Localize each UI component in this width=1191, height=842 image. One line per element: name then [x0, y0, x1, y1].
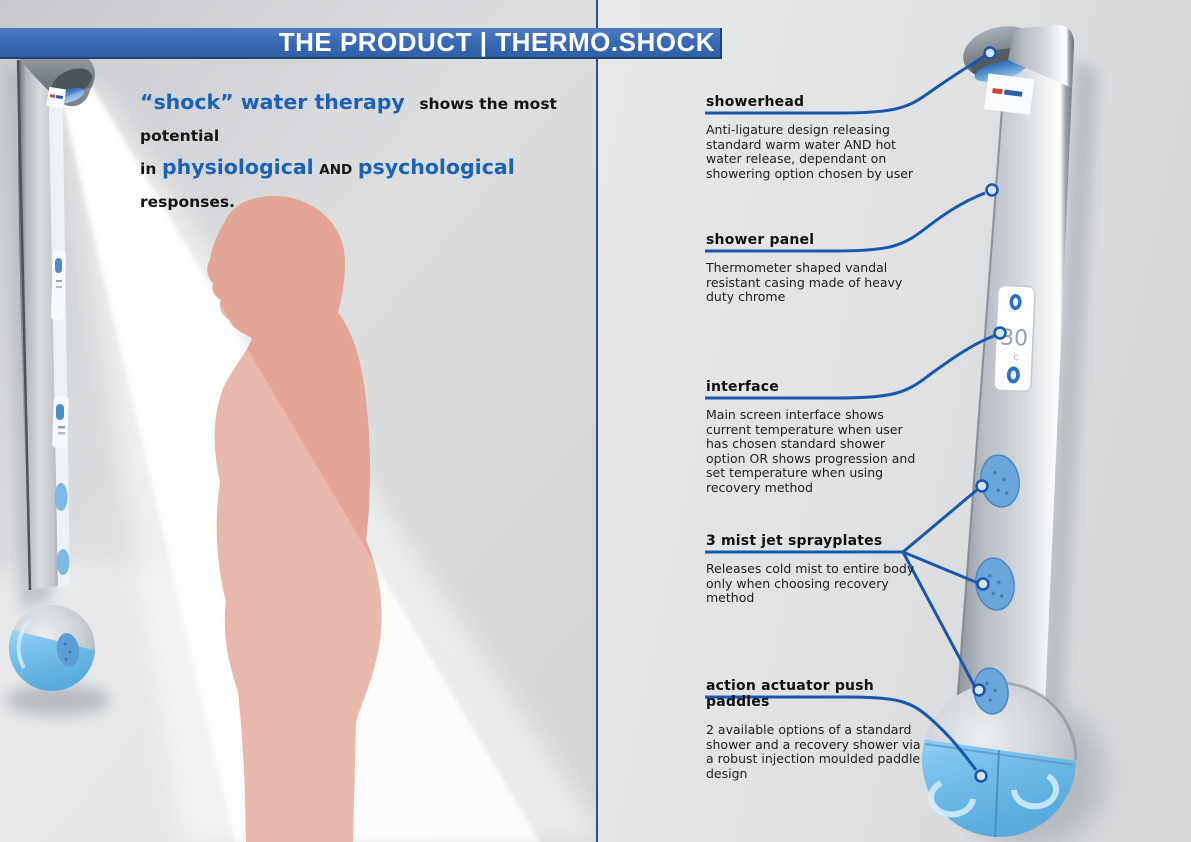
- shower-panel-render: 30 c: [922, 24, 1078, 838]
- callout-title: interface: [706, 379, 779, 395]
- brand-label: [46, 86, 67, 109]
- panel-divider: [596, 0, 599, 842]
- display-unit: c: [1013, 352, 1019, 363]
- mist-sprayplate-side: [54, 483, 68, 511]
- leader-showerhead: [705, 55, 985, 115]
- intro-line-1: “shock” water therapy shows the most pot…: [140, 87, 610, 152]
- page-title: THE PRODUCT | THERMO.SHOCK: [278, 27, 715, 57]
- leader-paddles: [705, 695, 978, 771]
- callout-endpoint-dots: [972, 46, 1007, 783]
- callout-sprayplates: 3 mist jet sprayplates Releases cold mis…: [706, 533, 926, 606]
- intro-highlight-shock: “shock” water therapy: [140, 90, 405, 114]
- human-silhouette: [207, 196, 382, 842]
- callout-body: Main screen interface shows current temp…: [706, 407, 916, 495]
- intro-highlight-physiological: physiological: [161, 155, 314, 179]
- leader-sprayplates: [705, 487, 979, 688]
- callout-body: Thermometer shaped vandal resistant casi…: [706, 260, 903, 305]
- action-paddle-bulb: [922, 667, 1078, 838]
- mist-sprayplates: [975, 454, 1020, 611]
- intro-statement: “shock” water therapy shows the most pot…: [140, 87, 610, 218]
- brand-label: [984, 73, 1035, 115]
- page-header-bar: THE PRODUCT | THERMO.SHOCK: [0, 27, 722, 59]
- callout-body: Anti-ligature design releasing standard …: [706, 122, 914, 181]
- callout-push-paddles: action actuator push paddles 2 available…: [706, 678, 926, 781]
- paddle-bulb-side: [6, 605, 110, 716]
- callout-showerhead: showerhead Anti-ligature design releasin…: [706, 94, 926, 181]
- leader-interface: [705, 334, 995, 400]
- callout-title: shower panel: [706, 232, 815, 248]
- product-render-scene: 30 c: [598, 0, 1191, 842]
- callout-body: Releases cold mist to entire body only w…: [706, 561, 915, 606]
- callout-body: 2 available options of a standard shower…: [706, 722, 921, 781]
- leader-shower-panel: [705, 191, 986, 253]
- beam-overlay: [62, 87, 540, 842]
- intro-text-2: in: [140, 160, 157, 178]
- callout-interface: interface Main screen interface shows cu…: [706, 379, 926, 496]
- intro-text-3: responses.: [140, 193, 236, 211]
- intro-line-2: in physiological AND psychological respo…: [140, 152, 610, 218]
- callout-title: action actuator push paddles: [706, 678, 874, 710]
- callout-shower-panel: shower panel Thermometer shaped vandal r…: [706, 232, 926, 305]
- callout-leader-lines: [705, 55, 995, 771]
- mist-sprayplate-side: [56, 549, 70, 575]
- interface-strip: [50, 249, 69, 449]
- intro-text-and: AND: [319, 162, 353, 178]
- intro-highlight-psychological: psychological: [357, 155, 515, 179]
- callout-title: showerhead: [706, 94, 805, 110]
- intro-text-1: shows the most potential: [140, 95, 557, 145]
- callout-title: 3 mist jet sprayplates: [706, 533, 883, 549]
